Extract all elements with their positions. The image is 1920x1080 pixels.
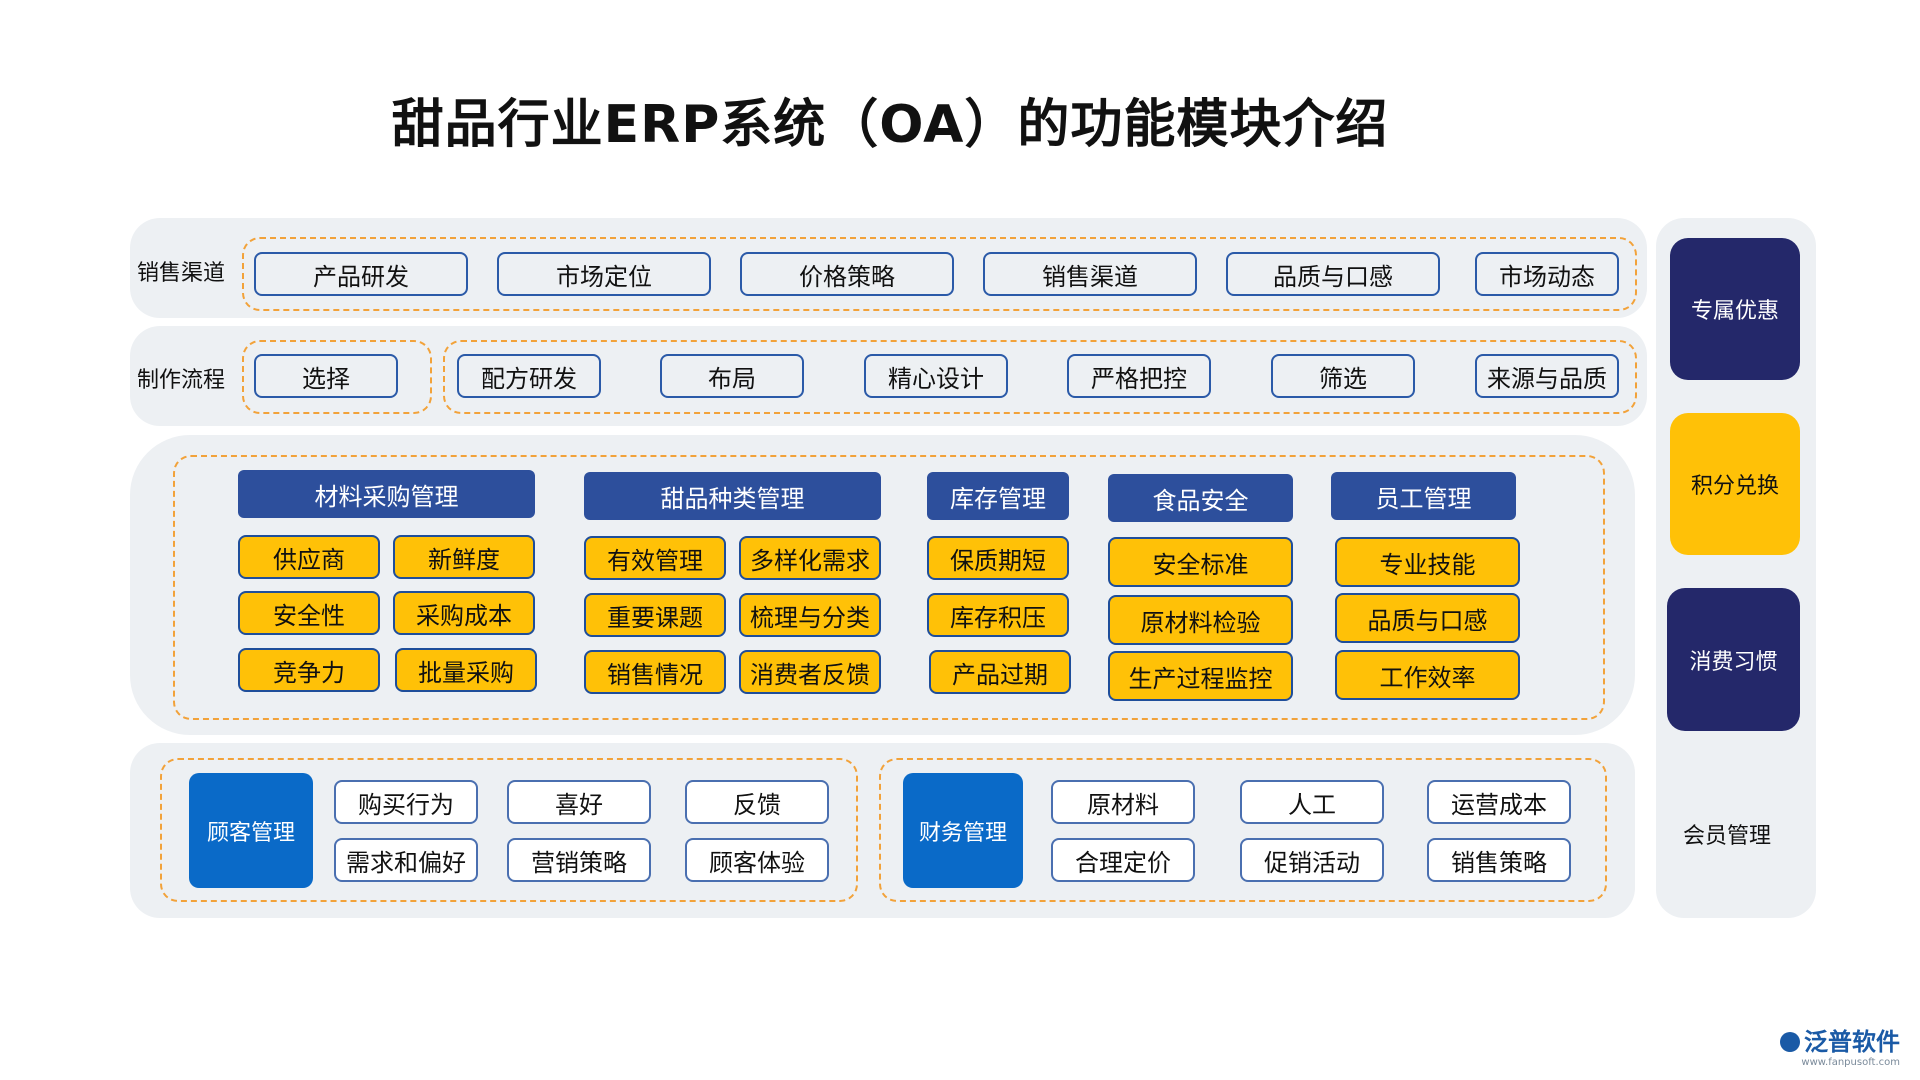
customer-item[interactable]: 顾客体验 bbox=[685, 838, 829, 882]
process-group bbox=[443, 340, 1637, 414]
member-item-consumption-habits[interactable]: 消费习惯 bbox=[1667, 588, 1800, 731]
brand-name: 泛普软件 bbox=[1780, 1022, 1900, 1057]
customer-item[interactable]: 营销策略 bbox=[507, 838, 651, 882]
module-item[interactable]: 供应商 bbox=[238, 535, 380, 579]
sales-item[interactable]: 市场动态 bbox=[1475, 252, 1619, 296]
module-item[interactable]: 保质期短 bbox=[927, 536, 1069, 580]
module-item[interactable]: 有效管理 bbox=[584, 536, 726, 580]
sales-item[interactable]: 价格策略 bbox=[740, 252, 954, 296]
module-item[interactable]: 原材料检验 bbox=[1108, 595, 1293, 645]
sales-item[interactable]: 产品研发 bbox=[254, 252, 468, 296]
logo-icon bbox=[1780, 1032, 1800, 1052]
finance-management-block[interactable]: 财务管理 bbox=[903, 773, 1023, 888]
module-item[interactable]: 重要课题 bbox=[584, 593, 726, 637]
customer-item[interactable]: 购买行为 bbox=[334, 780, 478, 824]
customer-item[interactable]: 需求和偏好 bbox=[334, 838, 478, 882]
module-item[interactable]: 消费者反馈 bbox=[739, 650, 881, 694]
sales-channel-label: 销售渠道 bbox=[137, 261, 226, 286]
customer-group bbox=[160, 758, 858, 902]
process-item[interactable]: 精心设计 bbox=[864, 354, 1008, 398]
process-item[interactable]: 配方研发 bbox=[457, 354, 601, 398]
module-item[interactable]: 销售情况 bbox=[584, 650, 726, 694]
module-item[interactable]: 采购成本 bbox=[393, 591, 535, 635]
sales-item[interactable]: 市场定位 bbox=[497, 252, 711, 296]
module-header-dessert-types[interactable]: 甜品种类管理 bbox=[584, 472, 881, 520]
module-item[interactable]: 安全标准 bbox=[1108, 537, 1293, 587]
module-item[interactable]: 品质与口感 bbox=[1335, 593, 1520, 643]
finance-group bbox=[879, 758, 1607, 902]
sales-item[interactable]: 销售渠道 bbox=[983, 252, 1197, 296]
module-item[interactable]: 专业技能 bbox=[1335, 537, 1520, 587]
module-header-staff[interactable]: 员工管理 bbox=[1331, 472, 1516, 520]
brand-name-text: 泛普软件 bbox=[1804, 1028, 1900, 1056]
finance-item[interactable]: 合理定价 bbox=[1051, 838, 1195, 882]
process-item[interactable]: 筛选 bbox=[1271, 354, 1415, 398]
finance-item[interactable]: 人工 bbox=[1240, 780, 1384, 824]
member-item-exclusive-offers[interactable]: 专属优惠 bbox=[1670, 238, 1800, 380]
finance-item[interactable]: 销售策略 bbox=[1427, 838, 1571, 882]
module-item[interactable]: 生产过程监控 bbox=[1108, 651, 1293, 701]
customer-item[interactable]: 反馈 bbox=[685, 780, 829, 824]
finance-item[interactable]: 促销活动 bbox=[1240, 838, 1384, 882]
brand-url: www.fanpusoft.com bbox=[1801, 1057, 1900, 1068]
sales-channel-group bbox=[242, 237, 1637, 311]
finance-item[interactable]: 原材料 bbox=[1051, 780, 1195, 824]
process-first-group bbox=[242, 340, 432, 414]
module-item[interactable]: 工作效率 bbox=[1335, 650, 1520, 700]
sales-item[interactable]: 品质与口感 bbox=[1226, 252, 1440, 296]
process-item[interactable]: 布局 bbox=[660, 354, 804, 398]
customer-management-block[interactable]: 顾客管理 bbox=[189, 773, 313, 888]
module-item[interactable]: 产品过期 bbox=[929, 650, 1071, 694]
module-item[interactable]: 新鲜度 bbox=[393, 535, 535, 579]
module-item[interactable]: 竞争力 bbox=[238, 648, 380, 692]
process-label: 制作流程 bbox=[137, 368, 226, 393]
module-item[interactable]: 安全性 bbox=[238, 591, 380, 635]
module-header-inventory[interactable]: 库存管理 bbox=[927, 472, 1069, 520]
page-title: 甜品行业ERP系统（OA）的功能模块介绍 bbox=[391, 95, 1389, 155]
module-item[interactable]: 库存积压 bbox=[927, 593, 1069, 637]
module-item[interactable]: 多样化需求 bbox=[739, 536, 881, 580]
brand-logo: 泛普软件 www.fanpusoft.com bbox=[1780, 1022, 1900, 1068]
core-modules-group bbox=[173, 455, 1605, 720]
process-item[interactable]: 严格把控 bbox=[1067, 354, 1211, 398]
module-item[interactable]: 梳理与分类 bbox=[739, 593, 881, 637]
finance-item[interactable]: 运营成本 bbox=[1427, 780, 1571, 824]
process-item-first[interactable]: 选择 bbox=[254, 354, 398, 398]
process-item[interactable]: 来源与品质 bbox=[1475, 354, 1619, 398]
module-header-food-safety[interactable]: 食品安全 bbox=[1108, 474, 1293, 522]
module-header-material-purchase[interactable]: 材料采购管理 bbox=[238, 470, 535, 518]
module-item[interactable]: 批量采购 bbox=[395, 648, 537, 692]
customer-item[interactable]: 喜好 bbox=[507, 780, 651, 824]
member-item-points-redeem[interactable]: 积分兑换 bbox=[1670, 413, 1800, 555]
member-management-label: 会员管理 bbox=[1683, 824, 1772, 849]
